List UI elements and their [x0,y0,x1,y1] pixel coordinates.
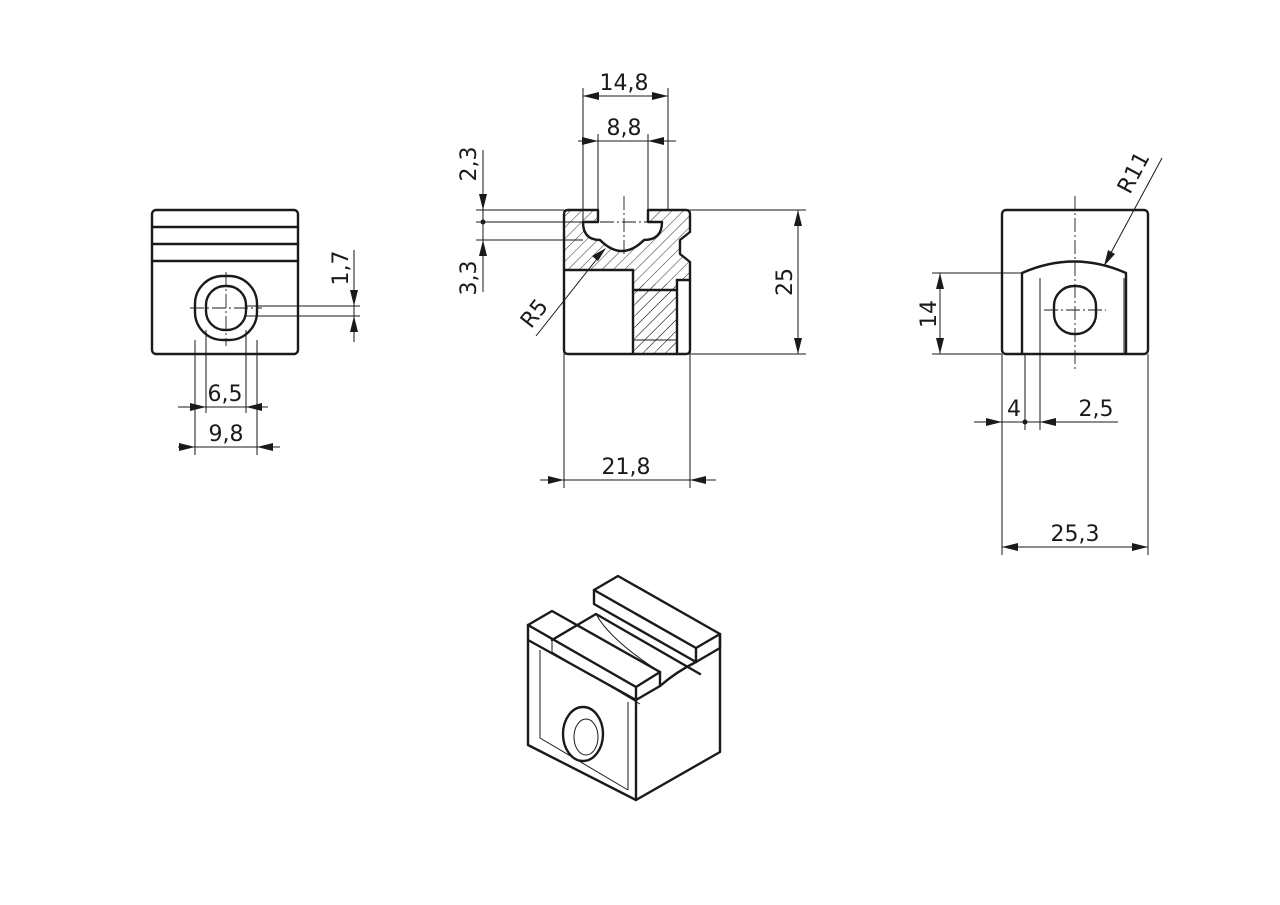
right-view-arc-pocket [1020,260,1128,356]
dim-14: 14 [917,300,942,328]
left-view [150,208,360,455]
dim-9-8: 9,8 [209,422,244,447]
iso-hole-outer [561,705,605,763]
dim-21-8: 21,8 [602,455,651,480]
dim-2-3: 2,3 [457,147,482,182]
right-view [932,157,1163,555]
section-view [476,88,806,488]
dim-1-7: 1,7 [329,251,354,286]
dim-6-5: 6,5 [208,382,243,407]
dim-25: 25 [773,268,798,296]
iso-hole-inner [573,718,599,756]
dim-25-3: 25,3 [1051,522,1100,547]
dim-8-8: 8,8 [607,116,642,141]
dim-r5: R5 [516,295,554,333]
dim-3-3: 3,3 [457,261,482,296]
dim-4: 4 [1007,397,1021,422]
dim-r11: R11 [1113,148,1155,198]
isometric-view [526,574,722,802]
dim-2-5: 2,5 [1079,397,1114,422]
left-view-body [150,208,300,356]
dim-14-8: 14,8 [600,71,649,96]
